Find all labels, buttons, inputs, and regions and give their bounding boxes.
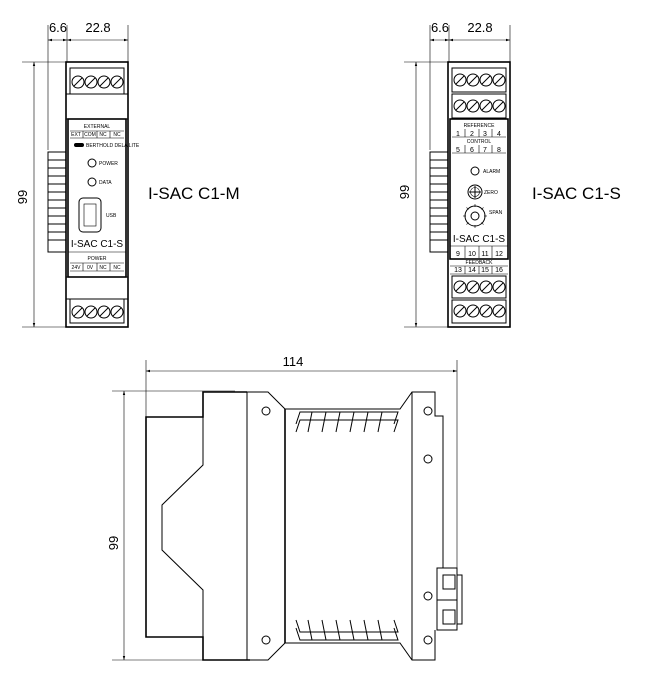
screw-top-left-icon [261,406,271,416]
din-rail-clip [436,567,463,631]
left-model-label: I-SAC C1-M [148,184,240,203]
right-ref-term-1: 1 [456,131,460,138]
left-dim-height: 99 [15,190,30,204]
left-top-term-4: NC [113,132,121,138]
right-ref-term-4: 4 [497,131,501,138]
right-model-label: I-SAC C1-S [532,184,621,203]
right-ctrl-term-5: 5 [456,147,460,154]
left-dim-width: 22.8 [85,20,110,35]
left-usb-label: USB [106,213,117,219]
right-low-term-10: 10 [468,251,476,258]
right-reference-label: REFERENCE [464,123,496,129]
side-view: 114 99 [106,354,463,661]
left-brand-text: BERTHOLD DELA LITE [86,143,140,149]
usb-port-icon [78,197,102,233]
right-low-term-16: 16 [495,267,503,274]
left-top-term-2: COM [84,132,96,138]
left-front-model: I-SAC C1-S [71,239,124,250]
right-dim-width: 22.8 [467,20,492,35]
screw-top-right-icon [423,406,433,416]
span-dial-icon [463,204,487,228]
screw-mid-right-icon [423,454,433,464]
screw-low-right-icon [423,591,433,601]
left-led-power-label: POWER [99,161,118,167]
right-dim-height: 99 [397,185,412,199]
left-front-view: 6.6 22.8 99 EXTERNA [15,20,240,328]
zero-pot-icon [467,184,483,200]
top-vent-fins [295,411,399,433]
right-ctrl-term-6: 6 [470,147,474,154]
right-low-term-9: 9 [456,251,460,258]
right-ctrl-term-8: 8 [497,147,501,154]
right-alarm-label: ALARM [483,169,500,175]
left-bottom-term-1: 24V [72,265,82,271]
left-bottom-term-4: NC [113,265,121,271]
screw-bottom-left-icon [261,635,271,645]
left-top-term-1: EXT [71,132,81,138]
right-ctrl-term-7: 7 [483,147,487,154]
left-bottom-term-3: NC [99,265,107,271]
data-led-icon [87,177,97,187]
right-low-term-13: 13 [454,267,462,274]
left-top-term-3: NC [99,132,107,138]
right-ref-term-3: 3 [483,131,487,138]
right-dim-depth-offset: 6.6 [431,20,449,35]
right-front-view: 6.6 22.8 99 [397,20,621,328]
power-led-icon [87,158,97,168]
right-feedback-label: FEEDBACK [466,260,494,266]
right-low-term-11: 11 [481,251,488,258]
left-bottom-term-2: 0V [87,265,94,271]
right-low-term-12: 12 [495,251,503,258]
screw-bottom-right-icon [423,635,433,645]
right-zero-label: ZERO [484,190,498,196]
left-bottom-group-label: POWER [88,256,107,262]
alarm-led-icon [470,166,480,176]
left-led-data-label: DATA [99,180,112,186]
right-control-label: CONTROL [467,139,492,145]
side-dim-length: 114 [283,354,304,369]
right-front-model: I-SAC C1-S [453,234,506,245]
brand-logo-icon [74,143,84,147]
side-dim-height: 99 [106,536,121,550]
right-low-term-15: 15 [481,267,489,274]
left-top-group-label: EXTERNAL [84,124,111,130]
right-ref-term-2: 2 [470,131,474,138]
right-span-label: SPAN [489,210,503,216]
bottom-vent-fins [295,619,399,641]
right-low-term-14: 14 [468,267,476,274]
left-dim-depth-offset: 6.6 [49,20,67,35]
